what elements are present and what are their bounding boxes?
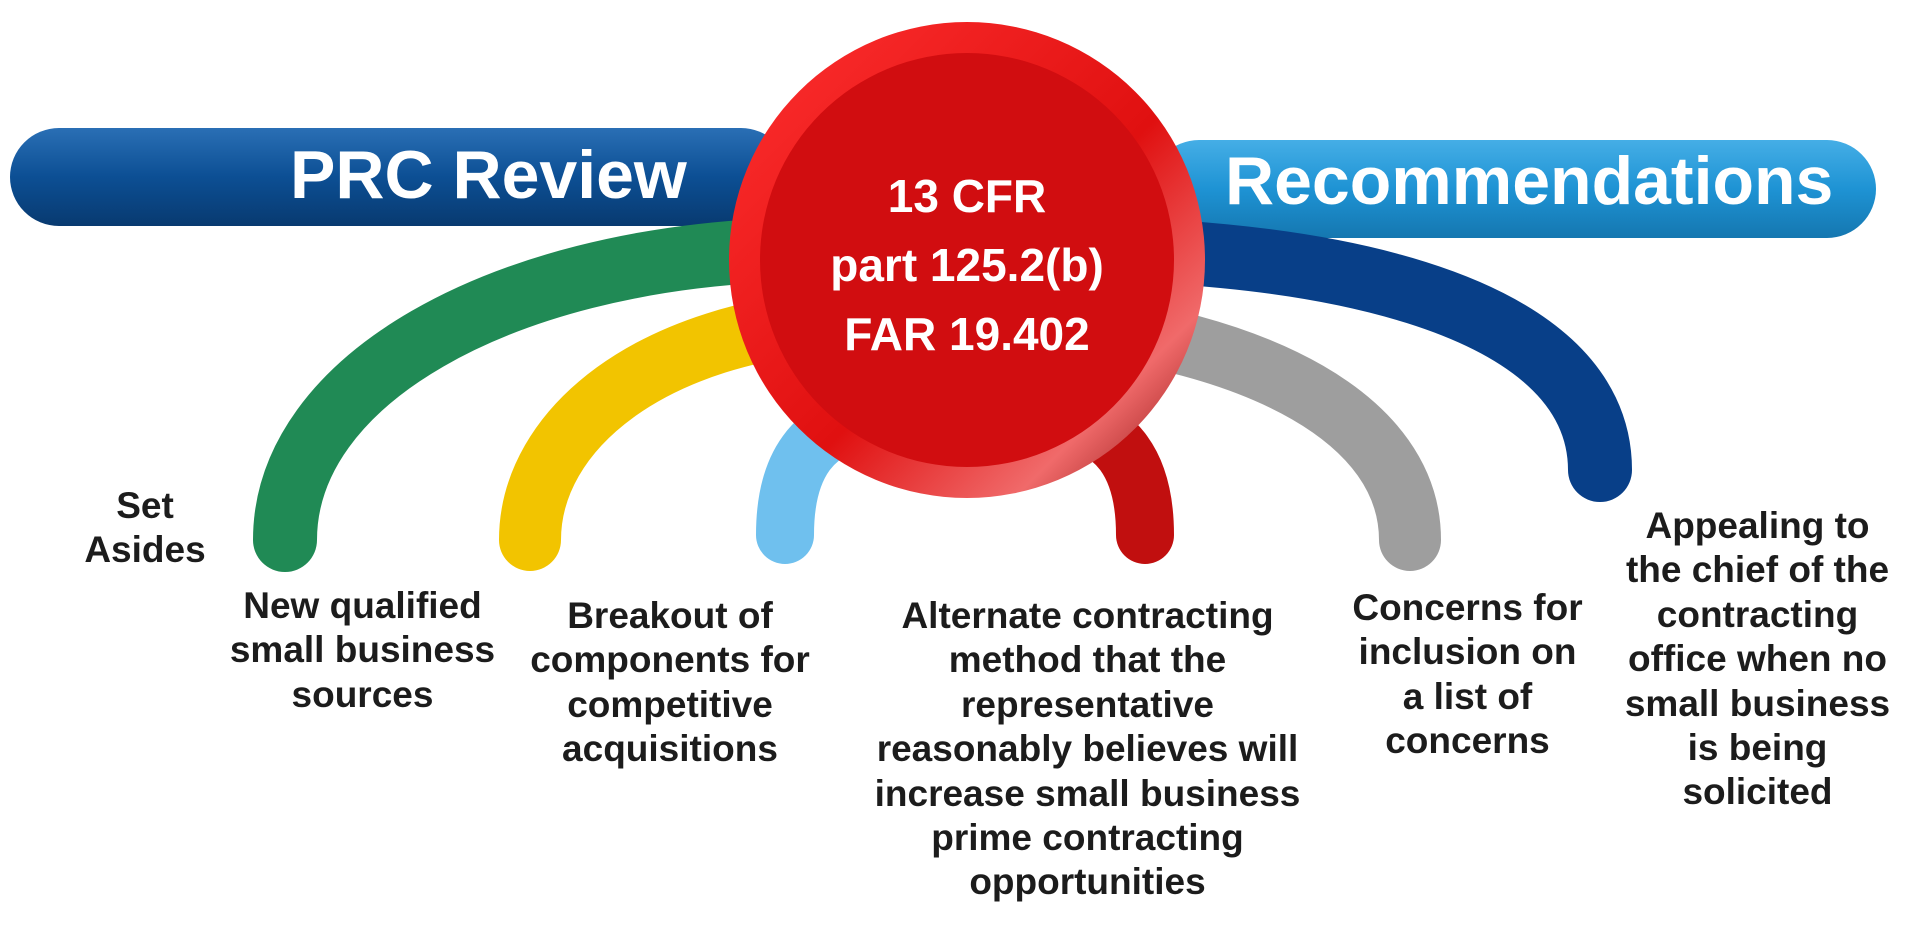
hub-disc	[760, 53, 1174, 467]
banner-left-title: PRC Review	[290, 137, 687, 213]
label-appealing: Appealing to the chief of the contractin…	[1624, 505, 1891, 813]
left-banner-bar	[10, 128, 790, 226]
label-new-sources: New qualified small business sources	[229, 585, 496, 715]
label-set-asides: Set Asides	[84, 485, 206, 571]
label-breakout: Breakout of components for competitive a…	[530, 595, 810, 770]
hub-line-2: part 125.2(b)	[830, 239, 1104, 291]
banner-right-title: Recommendations	[1225, 143, 1834, 219]
hub-line-3: FAR 19.402	[844, 308, 1090, 360]
label-concerns: Concerns for inclusion on a list of conc…	[1352, 587, 1583, 762]
hub-line-1: 13 CFR	[887, 170, 1047, 222]
right-banner-bar	[1150, 140, 1876, 238]
label-alternate: Alternate contracting method that the re…	[874, 595, 1301, 903]
green-arc	[253, 218, 812, 572]
hub-label: 13 CFR part 125.2(b) FAR 19.402	[760, 162, 1174, 369]
